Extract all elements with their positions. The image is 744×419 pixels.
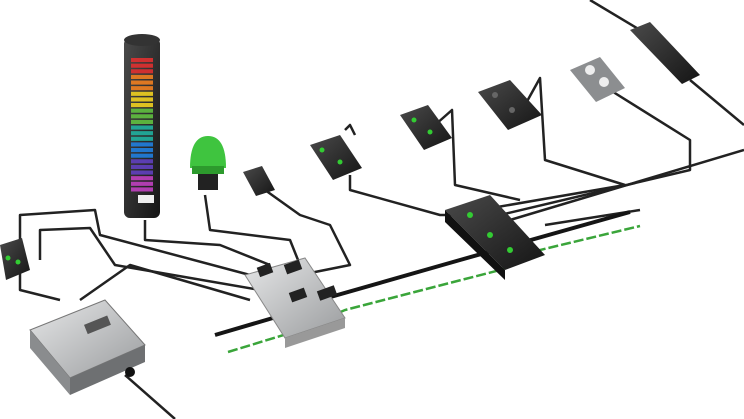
signal-light-tower — [124, 34, 160, 218]
cable — [18, 208, 251, 277]
light-segment — [131, 159, 153, 164]
light-tower-bands — [131, 58, 153, 192]
light-segment — [131, 108, 153, 113]
cable — [79, 263, 251, 302]
light-segment — [131, 63, 153, 68]
power-supply — [29, 299, 146, 395]
light-segment — [131, 176, 153, 181]
light-segment — [131, 164, 153, 169]
io-link-master — [445, 195, 545, 280]
cable — [124, 374, 176, 419]
cable — [38, 226, 261, 292]
light-segment — [131, 153, 153, 158]
io-module — [310, 135, 362, 180]
cable — [264, 188, 352, 277]
cable — [589, 0, 641, 32]
inline-connector — [630, 22, 700, 84]
light-segment — [131, 74, 153, 79]
sensor — [243, 166, 275, 196]
light-segment — [131, 103, 153, 108]
cable — [509, 148, 744, 222]
light-segment — [131, 119, 153, 124]
light-segment — [131, 170, 153, 175]
cables — [18, 0, 744, 419]
light-segment — [131, 148, 153, 153]
light-segment — [131, 97, 153, 102]
light-segment — [131, 136, 153, 141]
light-segment — [131, 91, 153, 96]
light-segment — [131, 69, 153, 74]
green-beacon — [190, 136, 226, 190]
ethernet-green-cable — [227, 224, 641, 354]
cable — [203, 194, 302, 266]
cable — [344, 123, 357, 136]
light-segment — [131, 125, 153, 130]
light-segment — [131, 181, 153, 186]
cable — [479, 76, 627, 212]
cable — [143, 220, 271, 267]
light-segment — [131, 58, 153, 63]
io-module — [478, 80, 542, 130]
light-segment — [131, 187, 153, 192]
cable — [689, 79, 744, 126]
light-segment — [131, 86, 153, 91]
cable — [434, 108, 521, 202]
light-segment — [131, 80, 153, 85]
push-button-box — [570, 57, 625, 102]
light-segment — [131, 131, 153, 136]
cable — [499, 88, 692, 217]
left-io-module — [0, 238, 30, 280]
io-module — [400, 105, 452, 150]
light-segment — [131, 142, 153, 147]
central-hub — [244, 257, 346, 348]
light-segment — [131, 114, 153, 119]
